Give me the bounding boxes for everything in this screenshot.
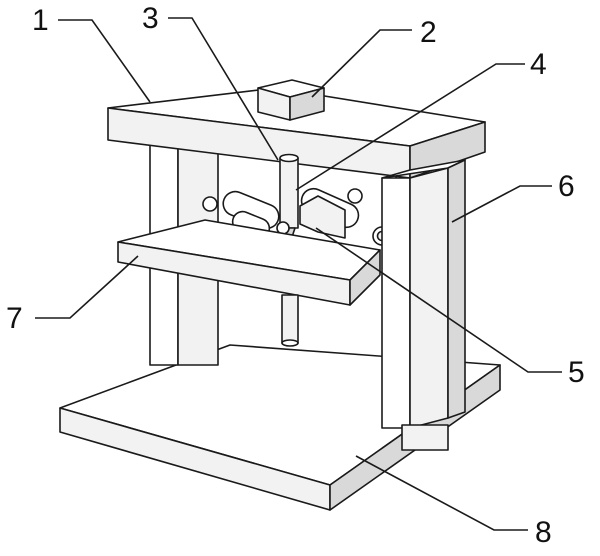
label-5: 5 bbox=[568, 356, 585, 389]
drive-block bbox=[257, 79, 325, 121]
label-3: 3 bbox=[142, 2, 159, 35]
label-4: 4 bbox=[530, 48, 547, 81]
top-beam-side bbox=[409, 121, 486, 179]
leader-1 bbox=[58, 19, 151, 103]
leader-7 bbox=[35, 255, 139, 319]
leader-4 bbox=[295, 63, 525, 191]
front-right-column bbox=[381, 159, 466, 451]
roller-right bbox=[299, 187, 392, 246]
middle-plate-side bbox=[349, 249, 381, 306]
middle-plate bbox=[117, 219, 381, 306]
leader-6 bbox=[451, 185, 552, 223]
leader-3 bbox=[168, 17, 279, 161]
label-2: 2 bbox=[420, 16, 437, 49]
leader-lines bbox=[35, 17, 562, 531]
label-8: 8 bbox=[535, 516, 552, 549]
leader-5 bbox=[315, 227, 562, 373]
leader-8 bbox=[355, 455, 528, 531]
label-1: 1 bbox=[32, 4, 49, 37]
leader-2 bbox=[311, 29, 412, 98]
label-6: 6 bbox=[558, 170, 575, 203]
label-7: 7 bbox=[6, 302, 23, 335]
lower-shaft bbox=[281, 294, 299, 347]
